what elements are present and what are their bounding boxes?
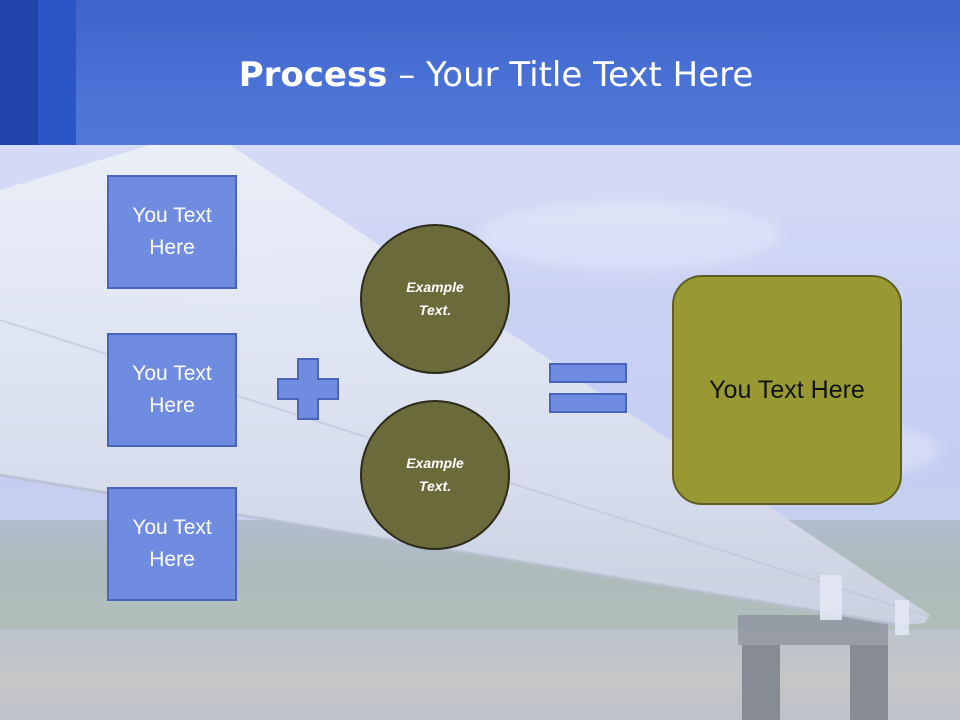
- input-box-label: You Text Here: [119, 512, 225, 576]
- header-accent-stripe: [38, 0, 76, 145]
- title-rest: – Your Title Text Here: [387, 55, 753, 95]
- input-box-label: You Text Here: [119, 358, 225, 422]
- input-box-label: You Text Here: [119, 200, 225, 264]
- title-bar: Process – Your Title Text Here: [0, 0, 960, 145]
- example-circle-1[interactable]: Example Text.: [360, 224, 510, 374]
- equals-icon-bottom-bar: [549, 393, 627, 413]
- input-box-1[interactable]: You Text Here: [107, 175, 237, 289]
- circle-label: Example Text.: [392, 276, 478, 322]
- example-circle-2[interactable]: Example Text.: [360, 400, 510, 550]
- input-box-3[interactable]: You Text Here: [107, 487, 237, 601]
- result-box[interactable]: You Text Here: [672, 275, 902, 505]
- slide-title[interactable]: Process – Your Title Text Here: [76, 52, 916, 98]
- equals-icon-top-bar: [549, 363, 627, 383]
- circle-label: Example Text.: [392, 452, 478, 498]
- result-label: You Text Here: [709, 374, 865, 406]
- title-bold: Process: [239, 55, 388, 95]
- header-accent-stripe: [0, 0, 38, 145]
- plus-icon: [277, 358, 339, 420]
- input-box-2[interactable]: You Text Here: [107, 333, 237, 447]
